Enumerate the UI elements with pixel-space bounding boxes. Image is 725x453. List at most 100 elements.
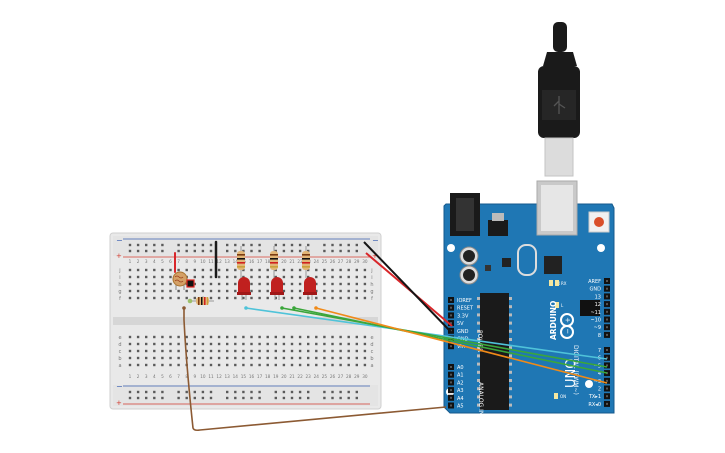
- breadboard-hole[interactable]: [201, 363, 205, 367]
- breadboard-hole[interactable]: [185, 342, 188, 346]
- breadboard-hole[interactable]: [250, 363, 253, 367]
- breadboard-hole[interactable]: [339, 275, 342, 279]
- breadboard-hole[interactable]: [347, 356, 350, 360]
- breadboard-hole[interactable]: [339, 356, 342, 360]
- breadboard-hole[interactable]: [274, 268, 277, 272]
- breadboard-hole[interactable]: [266, 363, 269, 367]
- rail-hole[interactable]: [128, 390, 132, 394]
- breadboard-hole[interactable]: [331, 349, 334, 353]
- breadboard-hole[interactable]: [128, 289, 132, 293]
- rail-hole[interactable]: [323, 243, 326, 247]
- breadboard-hole[interactable]: [266, 335, 269, 339]
- rail-hole[interactable]: [307, 390, 310, 394]
- breadboard-hole[interactable]: [177, 356, 180, 360]
- breadboard-hole[interactable]: [234, 268, 237, 272]
- breadboard-hole[interactable]: [258, 289, 261, 293]
- breadboard-hole[interactable]: [145, 335, 148, 339]
- breadboard-hole[interactable]: [153, 289, 156, 293]
- breadboard-hole[interactable]: [315, 363, 318, 367]
- breadboard-hole[interactable]: [307, 349, 310, 353]
- breadboard-hole[interactable]: [209, 349, 213, 353]
- breadboard-hole[interactable]: [274, 356, 277, 360]
- breadboard-hole[interactable]: [266, 342, 269, 346]
- breadboard-hole[interactable]: [153, 335, 156, 339]
- breadboard-hole[interactable]: [258, 275, 261, 279]
- breadboard-hole[interactable]: [193, 268, 196, 272]
- breadboard-hole[interactable]: [307, 275, 310, 279]
- breadboard-hole[interactable]: [161, 363, 164, 367]
- breadboard-hole[interactable]: [177, 349, 180, 353]
- breadboard-hole[interactable]: [355, 296, 358, 300]
- rail-hole[interactable]: [145, 396, 148, 400]
- breadboard-hole[interactable]: [209, 342, 213, 346]
- breadboard-hole[interactable]: [307, 342, 310, 346]
- breadboard-hole[interactable]: [347, 289, 350, 293]
- breadboard-hole[interactable]: [258, 356, 261, 360]
- rail-hole[interactable]: [339, 390, 342, 394]
- breadboard-hole[interactable]: [209, 289, 213, 293]
- breadboard-hole[interactable]: [136, 268, 140, 272]
- breadboard-hole[interactable]: [290, 282, 294, 286]
- rail-hole[interactable]: [234, 396, 237, 400]
- breadboard-hole[interactable]: [363, 342, 367, 346]
- breadboard-hole[interactable]: [217, 282, 221, 286]
- breadboard-hole[interactable]: [136, 275, 140, 279]
- breadboard-hole[interactable]: [258, 363, 261, 367]
- breadboard-hole[interactable]: [193, 282, 196, 286]
- rail-hole[interactable]: [136, 249, 140, 253]
- rail-hole[interactable]: [258, 390, 261, 394]
- breadboard-hole[interactable]: [339, 289, 342, 293]
- rail-hole[interactable]: [339, 396, 342, 400]
- rail-hole[interactable]: [177, 396, 180, 400]
- rail-hole[interactable]: [355, 243, 358, 247]
- resistor-2[interactable]: [237, 246, 245, 278]
- rail-hole[interactable]: [307, 249, 310, 253]
- breadboard-hole[interactable]: [226, 268, 229, 272]
- breadboard-hole[interactable]: [226, 275, 229, 279]
- breadboard-hole[interactable]: [169, 282, 172, 286]
- breadboard-hole[interactable]: [226, 349, 229, 353]
- breadboard-hole[interactable]: [298, 335, 302, 339]
- breadboard-hole[interactable]: [363, 268, 367, 272]
- breadboard-hole[interactable]: [347, 349, 350, 353]
- breadboard-hole[interactable]: [145, 363, 148, 367]
- breadboard-hole[interactable]: [177, 289, 180, 293]
- breadboard-hole[interactable]: [258, 268, 261, 272]
- breadboard-hole[interactable]: [209, 335, 213, 339]
- breadboard-hole[interactable]: [217, 296, 221, 300]
- led-1[interactable]: [237, 277, 251, 300]
- breadboard-hole[interactable]: [323, 342, 326, 346]
- breadboard-hole[interactable]: [282, 268, 286, 272]
- rail-hole[interactable]: [242, 396, 245, 400]
- breadboard-hole[interactable]: [209, 282, 213, 286]
- breadboard-hole[interactable]: [242, 275, 245, 279]
- led-2[interactable]: [270, 277, 284, 300]
- breadboard-hole[interactable]: [153, 268, 156, 272]
- rail-hole[interactable]: [355, 249, 358, 253]
- breadboard-hole[interactable]: [315, 289, 318, 293]
- breadboard-hole[interactable]: [250, 289, 253, 293]
- breadboard-hole[interactable]: [234, 335, 237, 339]
- breadboard-hole[interactable]: [355, 275, 358, 279]
- rail-hole[interactable]: [274, 243, 277, 247]
- rail-hole[interactable]: [298, 390, 302, 394]
- breadboard-hole[interactable]: [193, 275, 196, 279]
- rail-hole[interactable]: [250, 390, 253, 394]
- breadboard-hole[interactable]: [274, 342, 277, 346]
- breadboard-hole[interactable]: [128, 268, 132, 272]
- breadboard-hole[interactable]: [234, 356, 237, 360]
- wire-orange[interactable]: [315, 307, 608, 384]
- rail-hole[interactable]: [201, 396, 205, 400]
- rail-hole[interactable]: [307, 396, 310, 400]
- breadboard-hole[interactable]: [250, 296, 253, 300]
- rail-hole[interactable]: [323, 396, 326, 400]
- breadboard-hole[interactable]: [258, 335, 261, 339]
- rail-hole[interactable]: [234, 249, 237, 253]
- breadboard-hole[interactable]: [161, 268, 164, 272]
- breadboard-hole[interactable]: [323, 268, 326, 272]
- rail-hole[interactable]: [347, 249, 350, 253]
- rail-hole[interactable]: [209, 243, 213, 247]
- breadboard-hole[interactable]: [282, 282, 286, 286]
- breadboard-hole[interactable]: [331, 335, 334, 339]
- rail-hole[interactable]: [339, 243, 342, 247]
